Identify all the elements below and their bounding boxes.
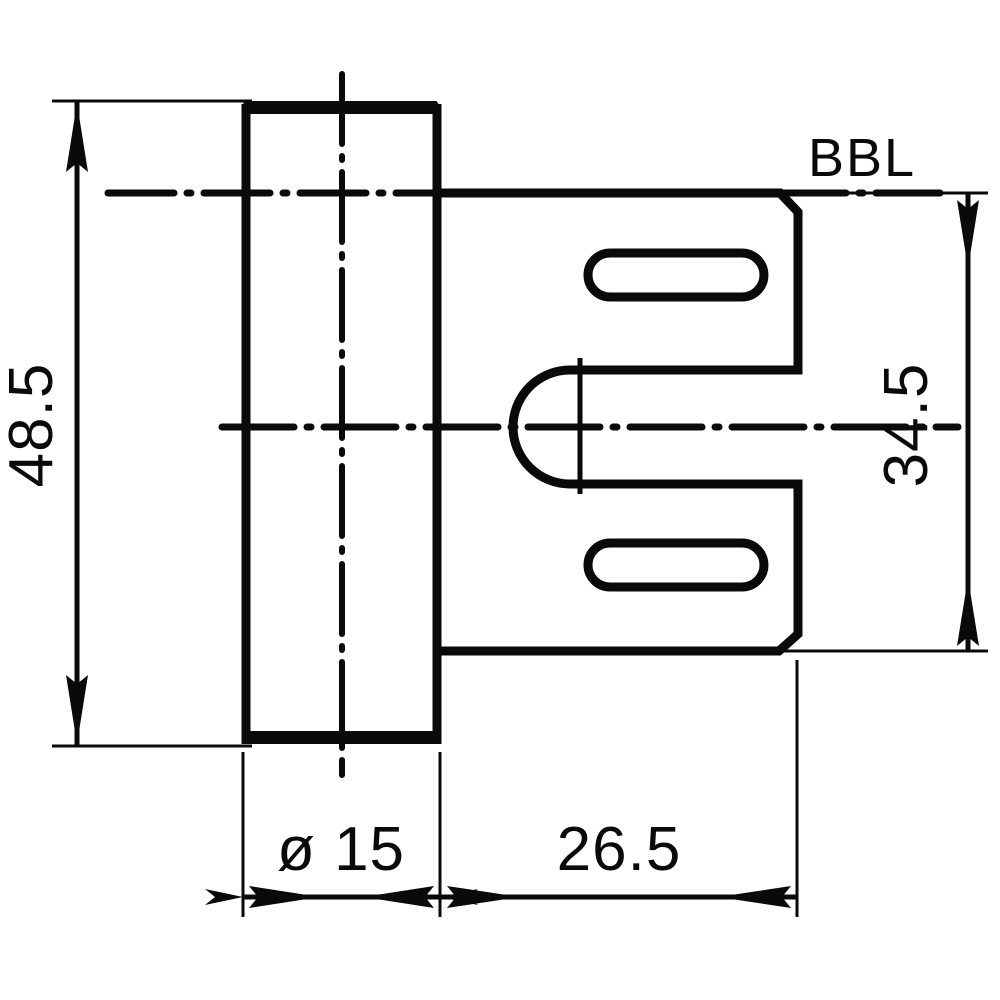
arrowhead-up-48-5: [66, 103, 88, 172]
dimension-bracket-depth: 26.5: [440, 815, 797, 908]
pin-top-cap: [241, 101, 442, 114]
arrowhead-left-diameter: [363, 886, 434, 908]
dimension-value-depth: 26.5: [557, 815, 682, 884]
pin-bottom-cap: [241, 731, 442, 744]
arrowhead-right-diameter: [249, 886, 320, 908]
upper-oblong-slot: [583, 248, 769, 302]
arrowhead-down-48-5: [66, 675, 88, 744]
lower-oblong-slot: [583, 538, 769, 592]
arrowhead-down-34-5: [957, 200, 979, 268]
dimension-value-diameter: ø 15: [277, 815, 405, 884]
arrowhead-right-depth: [447, 886, 520, 908]
dimension-value-48-5: 48.5: [0, 363, 66, 488]
bbl-label: BBL: [808, 128, 916, 188]
pin-body: [241, 101, 442, 744]
arrowhead-up-34-5: [957, 578, 979, 646]
arrowhead-outside-left-diameter: [205, 889, 243, 905]
dimension-overall-height: 48.5: [0, 101, 88, 746]
oblong-slots: [583, 248, 769, 592]
arrowhead-left-depth: [718, 886, 791, 908]
bracket-outline: [437, 188, 803, 656]
bracket-body: [437, 188, 803, 656]
dimension-bracket-height: 34.5: [872, 193, 979, 651]
dimension-value-34-5: 34.5: [872, 363, 941, 488]
